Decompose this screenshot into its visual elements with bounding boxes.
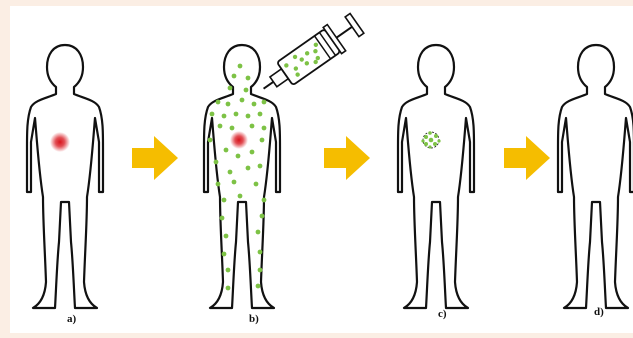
nanoparticle — [254, 182, 259, 187]
nanoparticle — [424, 135, 428, 139]
nanoparticle — [222, 198, 227, 203]
nanoparticle — [258, 250, 263, 255]
nanoparticle — [240, 98, 245, 103]
nanoparticle — [250, 150, 255, 155]
nanoparticle — [214, 160, 219, 165]
nanoparticle — [244, 88, 249, 93]
nanoparticle — [262, 126, 267, 131]
panel-label-c: c) — [438, 308, 447, 320]
nanoparticle — [260, 138, 265, 143]
nanoparticle — [232, 180, 237, 185]
nanoparticle — [216, 100, 221, 105]
nanoparticle — [246, 76, 251, 81]
nanoparticle — [429, 138, 434, 143]
nanoparticle — [434, 134, 438, 138]
nanoparticle — [437, 139, 440, 142]
nanoparticle — [236, 154, 241, 159]
nanoparticle — [228, 86, 233, 91]
nanoparticle — [222, 252, 227, 257]
nanoparticle — [222, 114, 227, 119]
nanoparticle — [234, 112, 239, 117]
nanoparticle — [232, 74, 237, 79]
nanoparticle — [230, 126, 235, 131]
nanoparticle — [424, 142, 428, 146]
panel-label-d: d) — [594, 306, 604, 318]
nanoparticle — [226, 102, 231, 107]
nanoparticle — [224, 148, 229, 153]
nanoparticle — [428, 131, 432, 135]
nanoparticle — [246, 166, 251, 171]
nanoparticle — [258, 112, 263, 117]
nanoparticle — [208, 138, 213, 143]
nanoparticle — [246, 114, 251, 119]
nanoparticle — [433, 142, 437, 146]
nanoparticle — [252, 102, 257, 107]
nanoparticle — [226, 286, 231, 291]
nanoparticle — [228, 170, 233, 175]
nanoparticle — [238, 64, 243, 69]
nanoparticle — [262, 198, 267, 203]
nanoparticle — [258, 268, 263, 273]
nanoparticle — [250, 124, 255, 129]
nanoparticle — [220, 216, 225, 221]
tumour-spot — [230, 131, 248, 149]
nanoparticle — [210, 112, 215, 117]
nanoparticle — [262, 100, 267, 105]
panel-label-b: b) — [249, 313, 259, 325]
nanoparticle — [256, 230, 261, 235]
nanoparticle — [256, 284, 261, 289]
panel-label-a: a) — [67, 313, 76, 325]
nanoparticle — [226, 268, 231, 273]
nanoparticle — [428, 145, 431, 148]
nanoparticle — [216, 182, 221, 187]
nanoparticle — [258, 164, 263, 169]
nanoparticle — [260, 214, 265, 219]
nanoparticle — [238, 194, 243, 199]
tumour-spot — [50, 132, 70, 152]
nanoparticle — [218, 124, 223, 129]
nanoparticle — [421, 139, 424, 142]
nanoparticle — [224, 234, 229, 239]
